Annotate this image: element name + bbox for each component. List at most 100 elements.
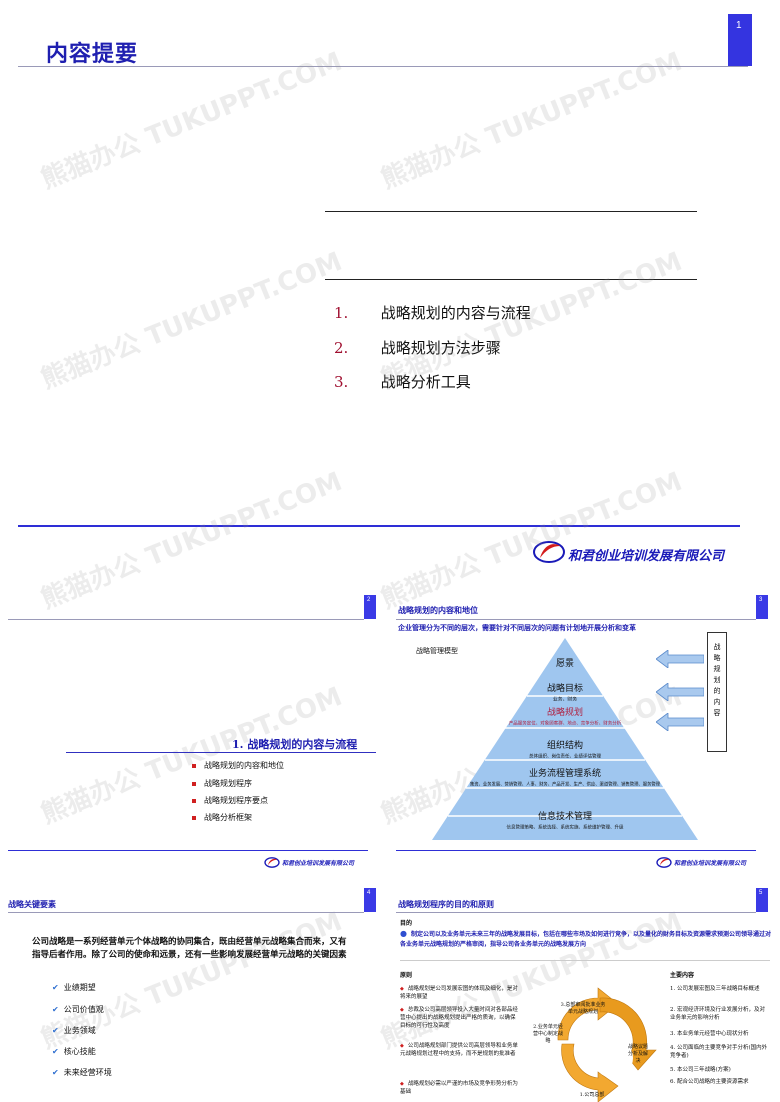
principle-text: 总裁及公司高层领导投入大量时间对各部品经营中心提出的战略规划提出严格的质询，以确… [400, 1007, 518, 1029]
pyramid-level-detail: 产品服务定位、对象顾客群、地点、竞争分析、财务分析 [508, 720, 622, 726]
company-logo-icon [533, 541, 565, 563]
cycle-label: 2.业务单元经营中心制定战略 [532, 1024, 563, 1044]
pyramid-level: 战略目标 业务、财务 [430, 681, 700, 703]
side-box-label: 战略规划的内容 [713, 643, 721, 720]
toc-label: 战略规划方法步骤 [380, 339, 501, 357]
list-item-label: 业务领域 [63, 1026, 96, 1035]
principle-item: ◆战略规划是公司发展宏图的体现及细化，是对将来的展望 [400, 985, 518, 1001]
cycle-label: 3.总部审阅批准业务单元战略规划 [560, 1002, 606, 1015]
list-item[interactable]: ✔ 未来经营环境 [52, 1067, 112, 1078]
slide-4: 战略关键要素 4 公司战略是一系列经营单元个体战略的协同集合，既由经营单元战略集… [0, 884, 376, 1102]
bullet-icon [192, 816, 196, 820]
principle-text: 战略规划必需以严谨的市场及竞争形势分析为基础 [400, 1081, 518, 1095]
pyramid-level-title: 愿景 [555, 659, 574, 669]
pyramid-level-title: 战略规划 [546, 708, 583, 718]
company-name: 和君创业培训发展有限公司 [674, 860, 747, 867]
pyramid-level: 组织结构 总体组织、岗位责任、业绩评估管理 [430, 738, 700, 760]
list-item[interactable]: ✔ 业务领域 [52, 1025, 96, 1036]
principle-text: 战略规划是公司发展宏图的体现及细化，是对将来的展望 [400, 986, 518, 1000]
main-content-item: 6. 配合公司战略的主要资源需求 [670, 1079, 749, 1085]
cycle-diagram [557, 987, 657, 1102]
check-icon: ✔ [52, 1047, 59, 1056]
toc-item[interactable]: 1. 战略规划的内容与流程 [334, 302, 531, 323]
pyramid-level: 愿景 [430, 656, 700, 669]
page-number-box: 5 [756, 888, 768, 912]
model-label: 战略管理模型 [416, 647, 458, 655]
purpose-text: ●制定公司以及业务单元未来三年的战略发展目标，包括在哪些市场及如何进行竞争，以及… [400, 928, 776, 950]
slide-5: 战略规划程序的目的和原则 5 目的 ●制定公司以及业务单元未来三年的战略发展目标… [394, 884, 780, 1102]
bullet-icon: ◆ [400, 1081, 404, 1087]
slide-1: 内容提要 1 1. 战略规划的内容与流程 2. 战略规划方法步骤 3. 战略分析… [18, 14, 752, 564]
list-item[interactable]: ✔ 业绩期望 [52, 982, 96, 993]
title-rule [8, 912, 364, 913]
company-logo [532, 538, 566, 570]
main-content-item: 4. 公司面临的主要竞争对手分析(国内外竞争者) [670, 1045, 768, 1059]
section-heading: 1. 战略规划的内容与流程 [232, 738, 358, 751]
paragraph: 公司战略是一系列经营单元个体战略的协同集合，既由经营单元战略集合而来，又有指导后… [32, 937, 347, 960]
arrow-left-icon [656, 683, 704, 701]
slide-2: 2 1. 战略规划的内容与流程 战略规划的内容和地位 战略规划程序 战略规划程序… [0, 592, 376, 872]
list-item[interactable]: 战略分析框架 [192, 812, 252, 823]
pyramid-level-detail: 业务、财务 [552, 696, 577, 703]
main-content-item: 5. 本公司三年战略(方案) [670, 1067, 731, 1073]
arrow-left-icon [656, 650, 704, 668]
principle-item: ◆总裁及公司高层领导投入大量时间对各部品经营中心提出的战略规划提出严格的质询，以… [400, 1006, 518, 1030]
page-number: 2 [367, 597, 371, 603]
footer-rule [8, 850, 368, 851]
pyramid-level: 业务流程管理系统 集资、业务发展、营销管理、人事、财务、产品开发、生产、供应、渠… [430, 766, 700, 788]
arrow-left-icon [656, 713, 704, 731]
company-logo [656, 854, 672, 873]
toc-item[interactable]: 3. 战略分析工具 [334, 371, 471, 392]
list-item-label: 业绩期望 [63, 983, 96, 992]
content-rule-bottom [325, 279, 697, 280]
pyramid-level-title: 战略目标 [546, 684, 583, 694]
bullet-icon: ◆ [400, 1043, 404, 1049]
list-item[interactable]: 战略规划的内容和地位 [192, 760, 284, 771]
footer-rule [396, 850, 756, 851]
list-item[interactable]: ✔ 核心技能 [52, 1046, 96, 1057]
company-name: 和君创业培训发展有限公司 [568, 549, 725, 564]
slide-subtitle: 企业管理分为不同的层次，需要针对不同层次的问题有计划地开展分析和变革 [398, 623, 636, 632]
toc-number: 2. [334, 339, 349, 357]
bullet-icon: ◆ [400, 1007, 404, 1013]
page-number: 4 [367, 890, 371, 896]
company-logo-icon [656, 857, 672, 868]
page-number: 3 [759, 597, 763, 603]
principle-text: 公司战略规划部门提供公司高层领导和业务单元战略规划过程中的支持，而不是规划的批准… [400, 1043, 518, 1057]
title-rule [396, 619, 756, 620]
title-rule [8, 619, 364, 620]
list-item[interactable]: 战略规划程序 [192, 778, 252, 789]
main-content-item: 2. 宏观经济环境及行业发展分析，及对业务单元的影响分析 [670, 1007, 765, 1021]
pyramid-level-title: 业务流程管理系统 [528, 769, 601, 779]
list-item-label: 战略规划的内容和地位 [204, 761, 284, 770]
page-number-box: 1 [728, 14, 752, 66]
page-number-box: 4 [364, 888, 376, 912]
principles-label: 原则 [400, 972, 413, 979]
list-item[interactable]: ✔ 公司价值观 [52, 1004, 104, 1015]
toc-number: 3. [334, 373, 349, 391]
bullet-icon: ◆ [400, 986, 404, 992]
slide-title: 战略规划程序的目的和原则 [398, 899, 494, 909]
pyramid-diagram [432, 638, 698, 840]
principle-item: ◆公司战略规划部门提供公司高层领导和业务单元战略规划过程中的支持，而不是规划的批… [400, 1042, 518, 1058]
toc-label: 战略规划的内容与流程 [380, 304, 531, 322]
list-item[interactable]: 战略规划程序要点 [192, 795, 268, 806]
pyramid-level-detail: 总体组织、岗位责任、业绩评估管理 [528, 753, 601, 759]
pyramid-level-title: 信息技术管理 [537, 812, 592, 822]
list-item-label: 战略规划程序 [204, 779, 252, 788]
list-item-label: 战略分析框架 [204, 813, 252, 822]
page-number: 1 [736, 20, 742, 31]
title-rule [396, 912, 756, 913]
pyramid-level: 战略规划 产品服务定位、对象顾客群、地点、竞争分析、财务分析 [430, 705, 700, 727]
company-logo [264, 854, 280, 873]
main-content-label: 主要内容 [670, 972, 695, 979]
bullet-icon [192, 764, 196, 768]
slide-title: 战略规划的内容和地位 [398, 605, 478, 615]
toc-item[interactable]: 2. 战略规划方法步骤 [334, 337, 501, 358]
toc-label: 战略分析工具 [380, 373, 471, 391]
pyramid-level-title: 组织结构 [546, 741, 583, 751]
pyramid-level-detail: 集资、业务发展、营销管理、人事、财务、产品开发、生产、供应、渠道管理、销售管理、… [469, 781, 661, 787]
principles-rule [400, 960, 770, 961]
pyramid-level-detail: 信息管理策略、系统选择、系统实施、系统维护管理、升级 [506, 824, 624, 830]
bullet-icon [192, 799, 196, 803]
